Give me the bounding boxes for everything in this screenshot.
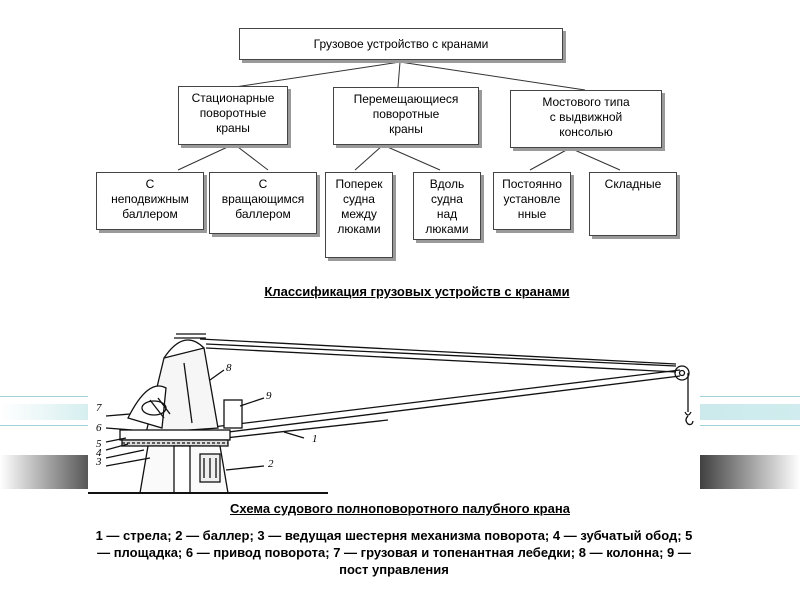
- crane-scheme-drawing: [88, 333, 694, 494]
- subcategory-box: Поперек судна между люками: [325, 172, 393, 258]
- part-number-label: 4: [96, 447, 102, 459]
- category-moving: Перемещающиеся поворотные краны: [333, 87, 479, 145]
- part-number-label: 9: [266, 390, 272, 402]
- subcategory-box: Постоянно установле нные: [493, 172, 571, 230]
- part-number-label: 1: [312, 433, 318, 445]
- subcategory-box: С вращающимся баллером: [209, 172, 317, 234]
- subcategory-box: Вдоль судна над люками: [413, 172, 481, 240]
- classification-caption: Классификация грузовых устройств с крана…: [264, 284, 570, 299]
- category-label: Стационарные поворотные краны: [191, 91, 275, 135]
- subcategory-box: С неподвижным баллером: [96, 172, 204, 230]
- category-label: Мостового типа с выдвижной консолью: [542, 95, 630, 139]
- tree-connectors: [177, 61, 621, 171]
- subcategory-label: Поперек судна между люками: [335, 177, 383, 236]
- part-number-label: 8: [226, 362, 232, 374]
- category-label: Перемещающиеся поворотные краны: [353, 92, 459, 136]
- part-number-label: 6: [96, 422, 102, 434]
- subcategory-label: Постоянно установле нные: [502, 177, 562, 221]
- scheme-legend: 1 — стрела; 2 — баллер; 3 — ведущая шест…: [95, 528, 693, 577]
- subcategory-label: С вращающимся баллером: [221, 177, 305, 221]
- subcategory-label: Складные: [604, 177, 662, 191]
- tree-root: Грузовое устройство с кранами: [239, 28, 563, 60]
- category-stationary: Стационарные поворотные краны: [178, 86, 288, 145]
- subcategory-label: С неподвижным баллером: [111, 177, 189, 221]
- part-number-label: 3: [96, 456, 102, 468]
- tree-root-label: Грузовое устройство с кранами: [313, 36, 489, 51]
- part-number-label: 7: [96, 402, 102, 414]
- category-bridge: Мостового типа с выдвижной консолью: [510, 90, 662, 148]
- part-number-label: 2: [268, 458, 274, 470]
- subcategory-box: Складные: [589, 172, 677, 236]
- subcategory-label: Вдоль судна над люками: [425, 177, 469, 236]
- scheme-caption: Схема судового полноповоротного палубног…: [230, 501, 570, 516]
- part-number-label: 5: [96, 438, 102, 450]
